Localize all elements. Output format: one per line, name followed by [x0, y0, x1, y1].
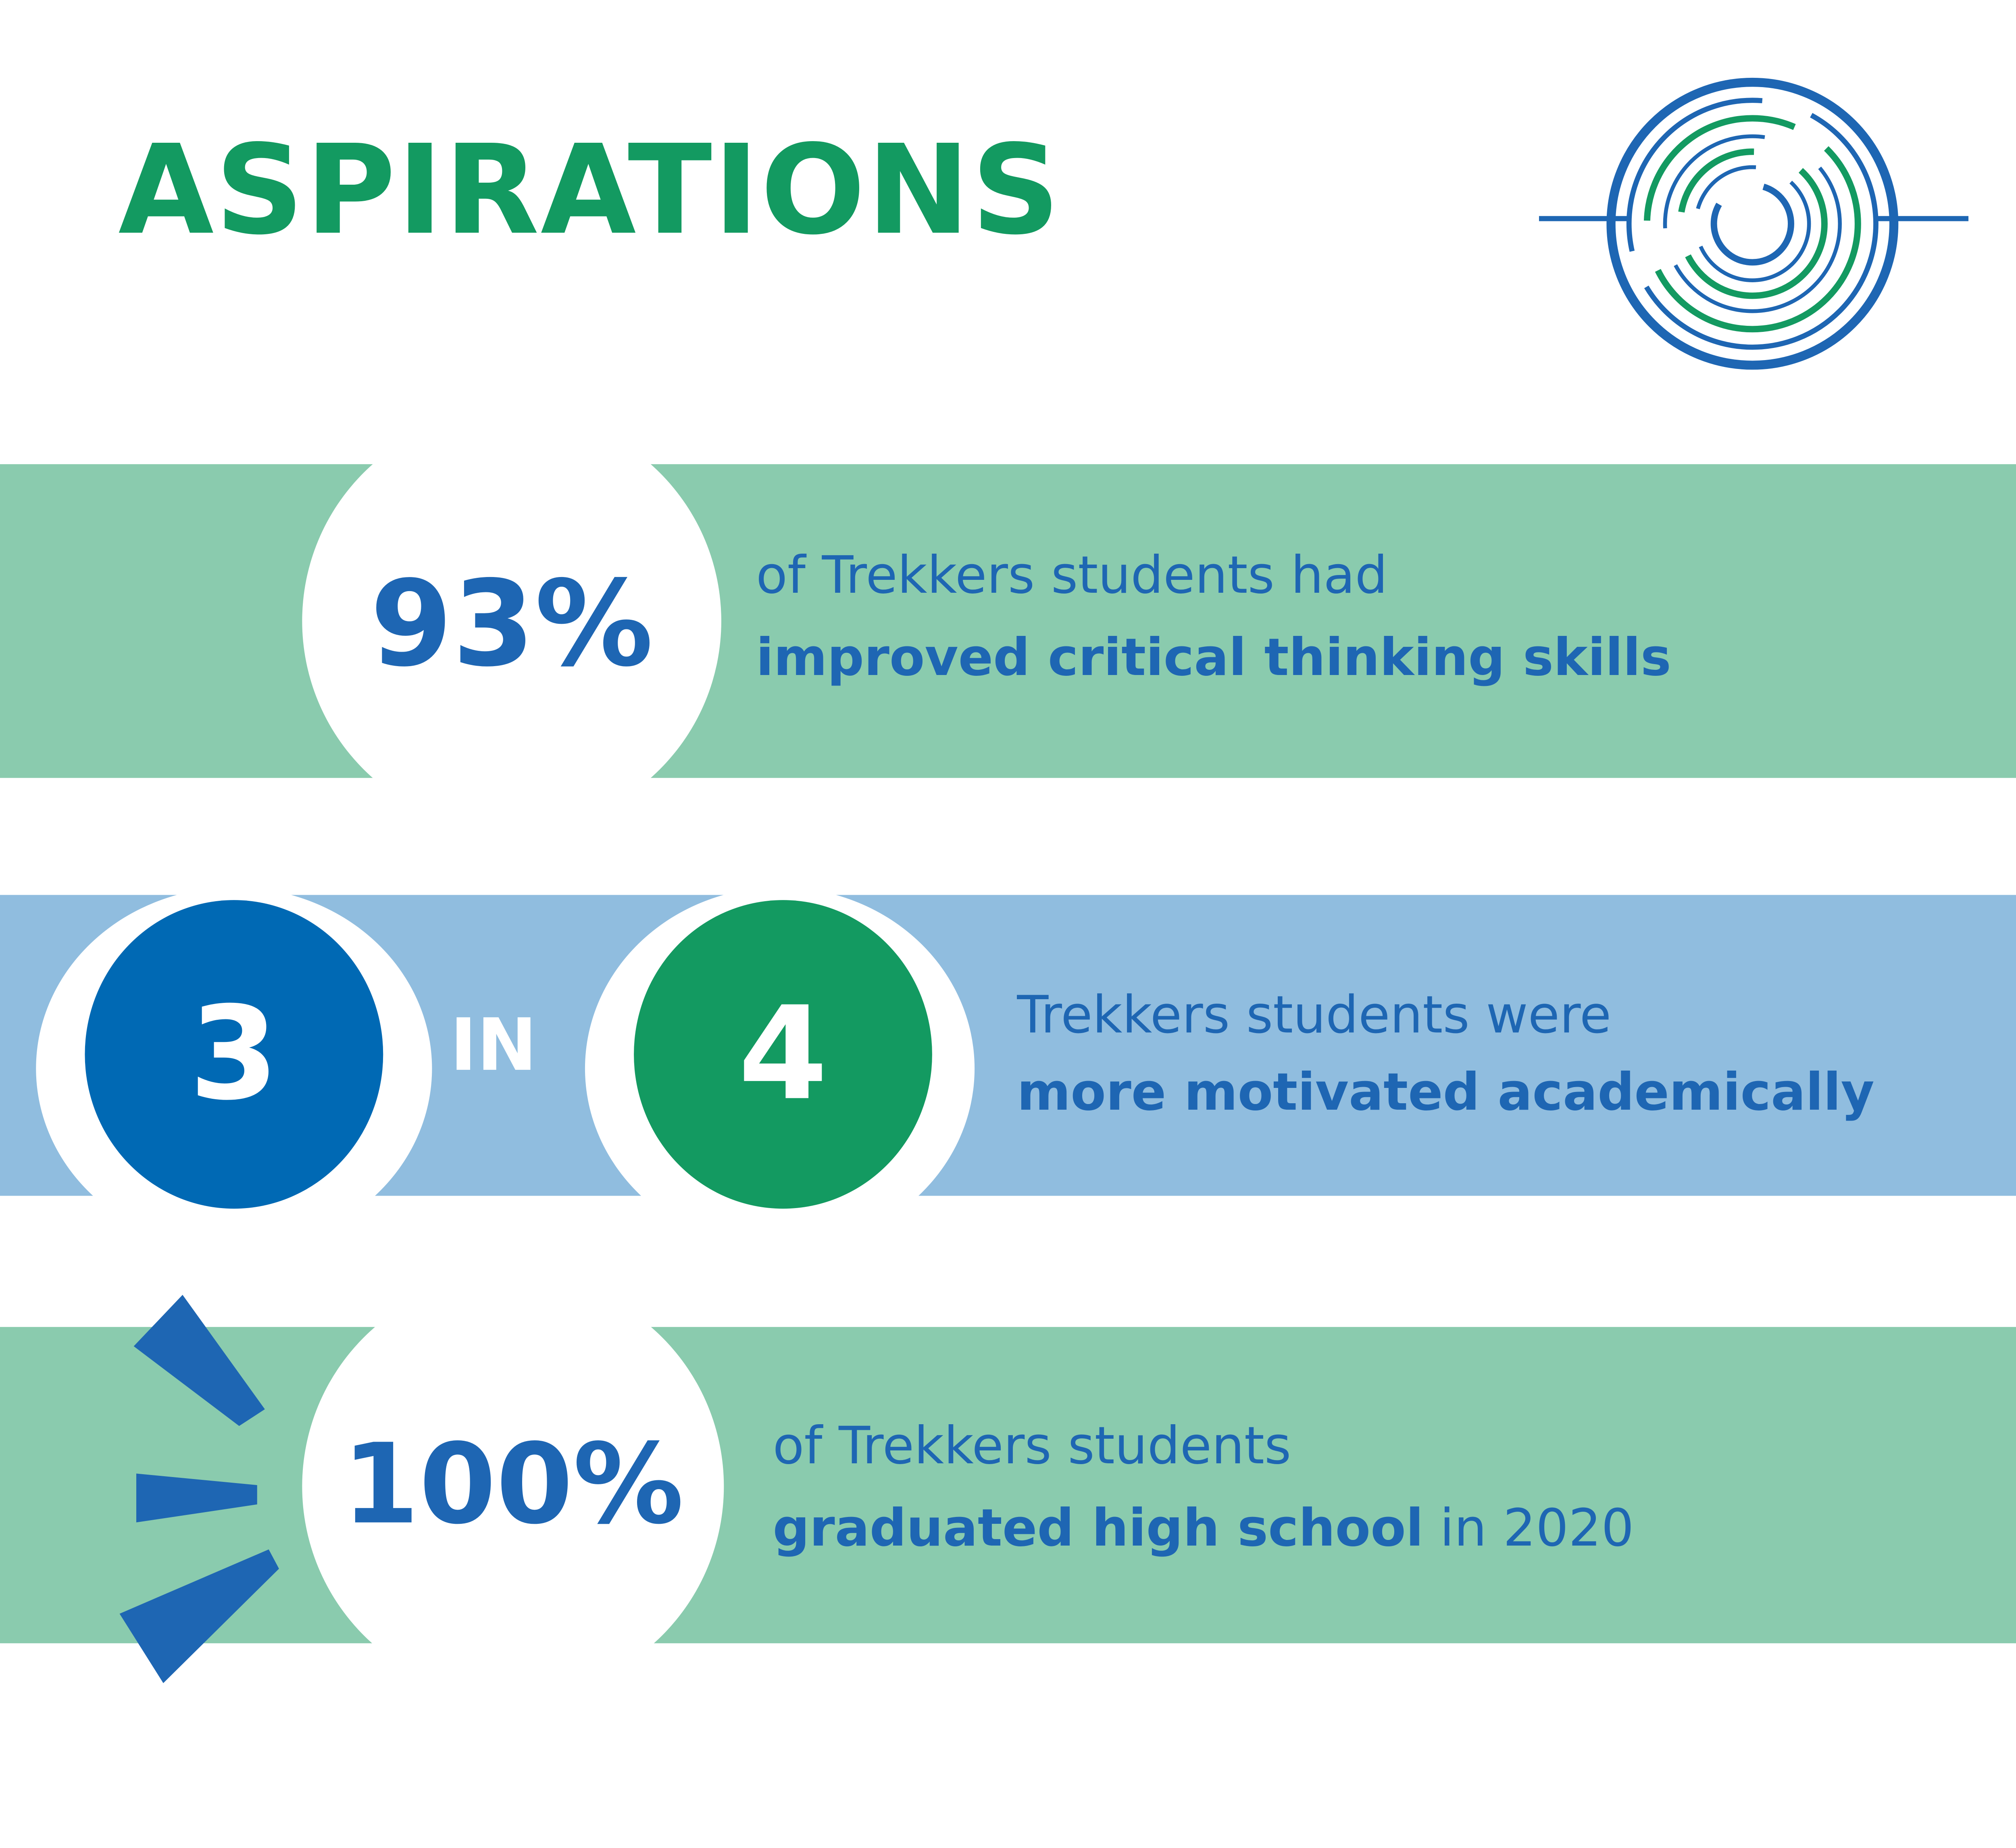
ratio-connector: IN	[450, 1004, 537, 1088]
ratio-denominator-disc: 4	[634, 900, 932, 1209]
stat-description-emphasis: graduated high school	[773, 1499, 1424, 1558]
stat-circle	[302, 1275, 724, 1698]
stat-value: 100%	[342, 1421, 684, 1550]
stat-description-line1: of Trekkers students	[773, 1417, 1291, 1476]
stat-value: 93%	[370, 555, 654, 693]
ratio-numerator-disc: 3	[85, 900, 383, 1209]
page-title: ASPIRATIONS	[118, 118, 1062, 263]
stat-description: of Trekkers students graduated high scho…	[773, 1421, 1634, 1555]
burst-rays-icon	[119, 1295, 279, 1683]
stat-description-line2: improved critical thinking skills	[756, 633, 1671, 684]
stat-description-line1: of Trekkers students had	[756, 546, 1388, 606]
stat-description: Trekkers students were more motivated ac…	[1017, 990, 1874, 1119]
stat-description-emphasis: improved critical thinking skills	[756, 629, 1671, 688]
stat-description-line2: more motivated academically	[1017, 1067, 1874, 1119]
stat-description-line1: Trekkers students were	[1017, 986, 1612, 1046]
stat-description-suffix: in 2020	[1423, 1499, 1634, 1558]
concentric-target-icon	[1539, 77, 1969, 370]
stat-description: of Trekkers students had improved critic…	[756, 550, 1671, 684]
stat-description-line2: graduated high school in 2020	[773, 1503, 1634, 1555]
stat-description-emphasis: more motivated academically	[1017, 1063, 1874, 1123]
stat-circle	[302, 411, 721, 831]
